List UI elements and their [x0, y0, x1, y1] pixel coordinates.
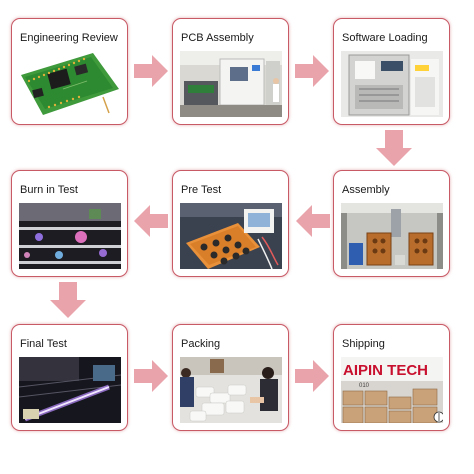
- step-assembly: Assembly: [333, 170, 450, 277]
- step-burn-in-test: Burn in Test: [11, 170, 128, 277]
- test-fixture-photo: [180, 203, 282, 269]
- arrow-right-icon: [295, 360, 329, 392]
- assembly-fixture-photo: [341, 203, 443, 269]
- arrow-right-icon: [295, 55, 329, 87]
- loading-machine-photo: [341, 51, 443, 117]
- burn-in-rack-photo: [19, 203, 121, 269]
- shipping-sign-number: 010: [359, 383, 370, 389]
- step-label: PCB Assembly: [181, 32, 254, 44]
- step-shipping: Shipping AIPIN TECH 010: [333, 324, 450, 431]
- step-label: Pre Test: [181, 184, 222, 196]
- arrow-left-icon: [134, 205, 168, 237]
- shipping-warehouse-photo: AIPIN TECH 010: [341, 357, 443, 423]
- step-final-test: Final Test: [11, 324, 128, 431]
- arrow-right-icon: [134, 360, 168, 392]
- step-pcb-assembly: PCB Assembly: [172, 18, 289, 125]
- shipping-sign-text: AIPIN TECH: [343, 362, 428, 379]
- packing-photo: [180, 357, 282, 423]
- arrow-right-icon: [134, 55, 168, 87]
- arrow-down-icon: [376, 130, 412, 166]
- arrow-left-icon: [296, 205, 330, 237]
- step-packing: Packing: [172, 324, 289, 431]
- step-label: Burn in Test: [20, 184, 78, 196]
- step-engineering-review: Engineering Review: [11, 18, 128, 125]
- smt-machine-photo: [180, 51, 282, 117]
- step-label: Final Test: [20, 338, 67, 350]
- step-software-loading: Software Loading: [333, 18, 450, 125]
- step-label: Software Loading: [342, 32, 428, 44]
- arrow-down-icon: [50, 282, 86, 318]
- step-label: Packing: [181, 338, 221, 350]
- circuit-board-photo: [19, 51, 121, 117]
- step-label: Assembly: [342, 184, 390, 196]
- final-test-photo: [19, 357, 121, 423]
- step-label: Shipping: [342, 338, 385, 350]
- step-pre-test: Pre Test: [172, 170, 289, 277]
- step-label: Engineering Review: [20, 32, 118, 44]
